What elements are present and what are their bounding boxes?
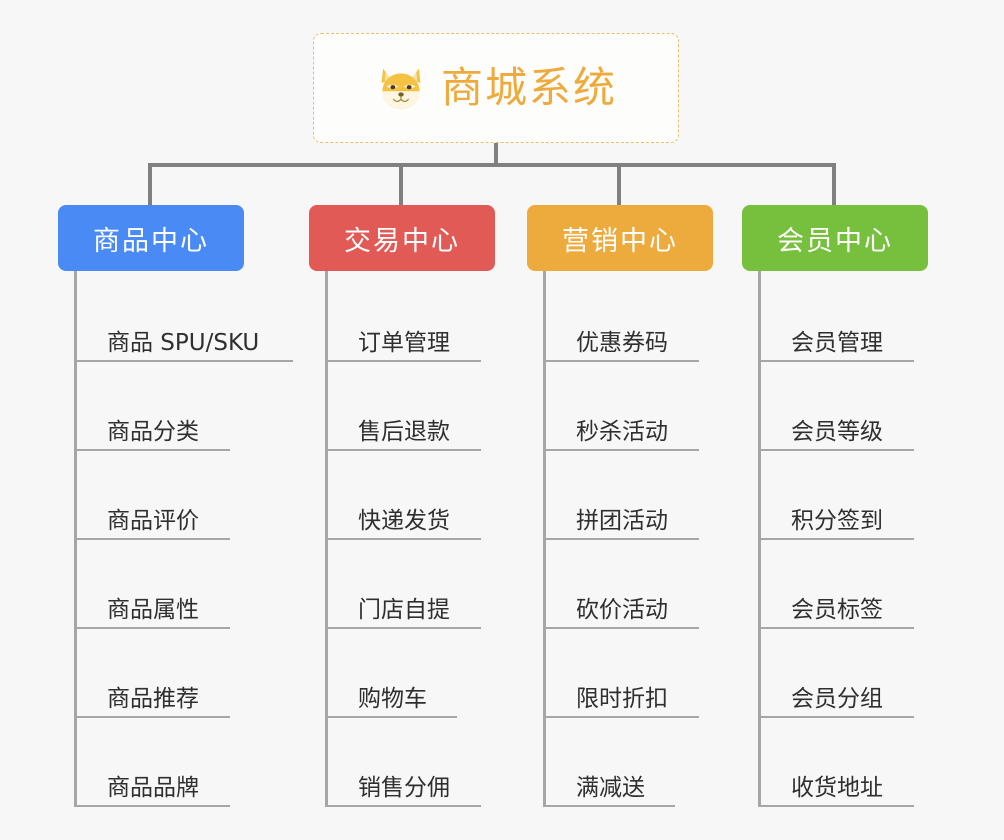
leaf-label: 商品分类	[107, 418, 199, 445]
list-item[interactable]: 商品 SPU/SKU	[77, 273, 293, 362]
list-item[interactable]: 销售分佣	[328, 718, 495, 807]
leaf-label: 会员管理	[791, 329, 883, 356]
branch-column-product: 商品中心 商品 SPU/SKU 商品分类 商品评价 商品属性 商品推荐 商品品牌	[58, 205, 293, 807]
list-item[interactable]: 商品品牌	[77, 718, 244, 807]
category-title: 商品中心	[93, 225, 209, 257]
leaf-label: 商品推荐	[107, 685, 199, 712]
leaf-label: 购物车	[358, 685, 427, 712]
leaf-label: 收货地址	[791, 774, 883, 801]
leaf-list-product: 商品 SPU/SKU 商品分类 商品评价 商品属性 商品推荐 商品品牌	[74, 271, 293, 807]
leaf-label: 会员等级	[791, 418, 883, 445]
connector-drop-2	[399, 163, 403, 206]
list-item[interactable]: 积分签到	[761, 451, 928, 540]
list-item[interactable]: 会员标签	[761, 540, 928, 629]
list-item[interactable]: 秒杀活动	[546, 362, 713, 451]
list-item[interactable]: 限时折扣	[546, 629, 713, 718]
list-item[interactable]: 会员管理	[761, 273, 928, 362]
connector-drop-1	[148, 163, 152, 206]
list-item[interactable]: 商品分类	[77, 362, 244, 451]
category-header-product[interactable]: 商品中心	[58, 205, 244, 271]
leaf-label: 快递发货	[358, 507, 450, 534]
category-header-member[interactable]: 会员中心	[742, 205, 928, 271]
leaf-list-trade: 订单管理 售后退款 快递发货 门店自提 购物车 销售分佣	[325, 271, 495, 807]
branch-column-member: 会员中心 会员管理 会员等级 积分签到 会员标签 会员分组 收货地址	[742, 205, 928, 807]
connector-drop-4	[832, 163, 836, 206]
list-item[interactable]: 优惠券码	[546, 273, 713, 362]
leaf-label: 商品属性	[107, 596, 199, 623]
leaf-label: 商品品牌	[107, 774, 199, 801]
leaf-label: 限时折扣	[576, 685, 668, 712]
leaf-list-member: 会员管理 会员等级 积分签到 会员标签 会员分组 收货地址	[758, 271, 928, 807]
list-item[interactable]: 订单管理	[328, 273, 495, 362]
list-item[interactable]: 快递发货	[328, 451, 495, 540]
category-title: 会员中心	[777, 225, 893, 257]
connector-drop-3	[617, 163, 621, 206]
category-header-marketing[interactable]: 营销中心	[527, 205, 713, 271]
category-header-trade[interactable]: 交易中心	[309, 205, 495, 271]
leaf-label: 会员分组	[791, 685, 883, 712]
list-item[interactable]: 收货地址	[761, 718, 928, 807]
leaf-label: 满减送	[576, 774, 645, 801]
leaf-label: 优惠券码	[576, 329, 668, 356]
leaf-label: 秒杀活动	[576, 418, 668, 445]
connector-horizontal-bus	[148, 163, 834, 167]
root-title: 商城系统	[440, 63, 617, 112]
list-item[interactable]: 会员分组	[761, 629, 928, 718]
leaf-label: 会员标签	[791, 596, 883, 623]
root-node[interactable]: 商城系统	[313, 33, 679, 143]
category-title: 营销中心	[562, 225, 678, 257]
list-item[interactable]: 拼团活动	[546, 451, 713, 540]
category-title: 交易中心	[344, 225, 460, 257]
leaf-label: 售后退款	[358, 418, 450, 445]
leaf-label: 砍价活动	[576, 596, 668, 623]
leaf-label: 订单管理	[358, 329, 450, 356]
branch-column-marketing: 营销中心 优惠券码 秒杀活动 拼团活动 砍价活动 限时折扣 满减送	[527, 205, 713, 807]
leaf-label: 商品评价	[107, 507, 199, 534]
list-item[interactable]: 购物车	[328, 629, 495, 718]
leaf-label: 商品 SPU/SKU	[107, 329, 260, 356]
list-item[interactable]: 售后退款	[328, 362, 495, 451]
list-item[interactable]: 门店自提	[328, 540, 495, 629]
shiba-dog-face-icon	[381, 68, 421, 110]
list-item[interactable]: 商品评价	[77, 451, 244, 540]
leaf-label: 销售分佣	[358, 774, 450, 801]
list-item[interactable]: 商品属性	[77, 540, 244, 629]
connector-root-stem	[494, 143, 498, 165]
leaf-list-marketing: 优惠券码 秒杀活动 拼团活动 砍价活动 限时折扣 满减送	[543, 271, 713, 807]
leaf-label: 积分签到	[791, 507, 883, 534]
leaf-label: 门店自提	[358, 596, 450, 623]
branch-column-trade: 交易中心 订单管理 售后退款 快递发货 门店自提 购物车 销售分佣	[309, 205, 495, 807]
leaf-label: 拼团活动	[576, 507, 668, 534]
list-item[interactable]: 满减送	[546, 718, 713, 807]
list-item[interactable]: 会员等级	[761, 362, 928, 451]
list-item[interactable]: 商品推荐	[77, 629, 244, 718]
list-item[interactable]: 砍价活动	[546, 540, 713, 629]
